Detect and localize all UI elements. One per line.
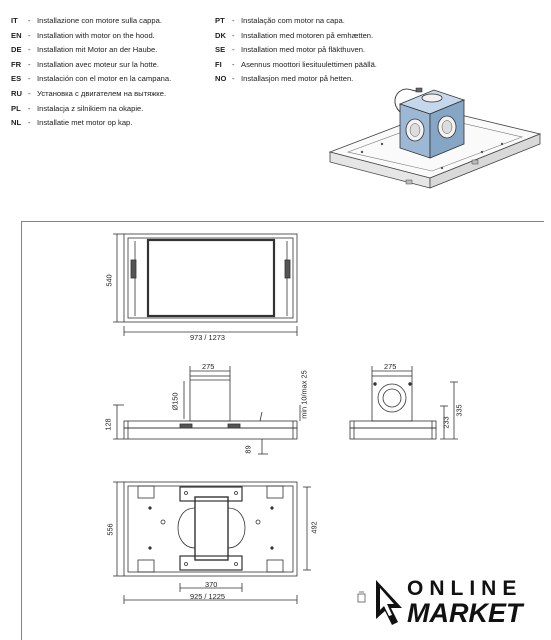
dim-top-width: 973 / 1273 [190,333,225,342]
logo-line-market: MARKET [407,598,523,628]
dim-bottom-inner: 492 [309,521,319,534]
dim-side-height-a: 233 [441,416,451,429]
onlinemarket-logo-icon [357,580,402,625]
instruction-line: SE-Installation med motor på fläkthuven. [215,45,366,55]
instruction-line: DE-Installation mit Motor an der Haube. [11,45,158,55]
dim-side-motor-width: 275 [384,362,397,371]
instruction-line: EN-Installation with motor on the hood. [11,30,155,40]
dim-motor-width: 275 [202,362,215,371]
dim-top-height: 540 [104,274,114,287]
instructions-left: IT-Installazione con motore sulla cappa.… [11,14,171,131]
instruction-line: NL-Installatie met motor op kap. [11,118,133,128]
logo-line-online: ONLINE [407,577,523,600]
dim-base-height: 89 [243,445,253,454]
drawing-frame [21,221,544,640]
instruction-line: NO-Installasjon med motor på hetten. [215,74,354,84]
dim-bottom-width: 925 / 1225 [190,592,225,601]
hood-3d-illustration [328,87,542,189]
instruction-line: IT-Installazione con motore sulla cappa. [11,16,162,25]
instruction-line: RU-Установка с двигателем на вытяжке. [11,88,167,98]
instruction-line: DK-Installation med motoren på emhætten. [215,30,374,40]
instruction-line: FR-Installation avec moteur sur la hotte… [11,59,159,69]
instructions-right: PT-Instalação com motor na capa. DK-Inst… [215,14,377,87]
dim-bottom-inner-width: 370 [205,580,218,589]
dim-bottom-depth: 556 [105,523,115,536]
instruction-line: ES-Instalación con el motor en la campan… [11,74,172,84]
instruction-line: PL-Instalacja z silnikiem na okapie. [11,103,144,113]
instruction-line: FI-Asennus moottori liesituulettimen pää… [215,59,377,69]
dim-duct-diameter: Ø150 [170,392,180,411]
dim-front-height: 128 [103,418,113,431]
dim-adjustment: min 10/max 25 [299,370,309,419]
instruction-line: PT-Instalação com motor na capa. [215,16,345,25]
dim-side-height-b: 335 [454,404,464,417]
